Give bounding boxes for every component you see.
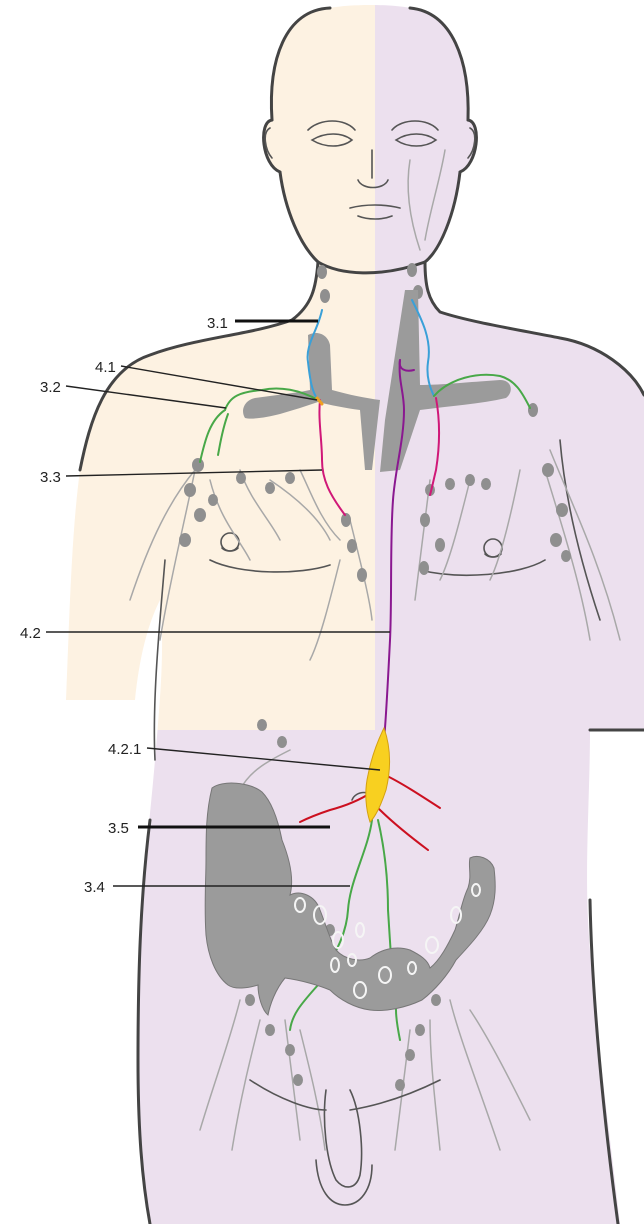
svg-text:3.3: 3.3 [40,469,61,486]
svg-text:3.5: 3.5 [108,820,129,837]
svg-text:4.2.1: 4.2.1 [108,741,141,758]
svg-text:3.1: 3.1 [207,315,228,332]
svg-text:4.1: 4.1 [95,359,116,376]
svg-text:4.2: 4.2 [20,625,41,642]
svg-text:3.4: 3.4 [84,879,105,896]
svg-text:3.2: 3.2 [40,379,61,396]
body-silhouette [66,5,644,1224]
